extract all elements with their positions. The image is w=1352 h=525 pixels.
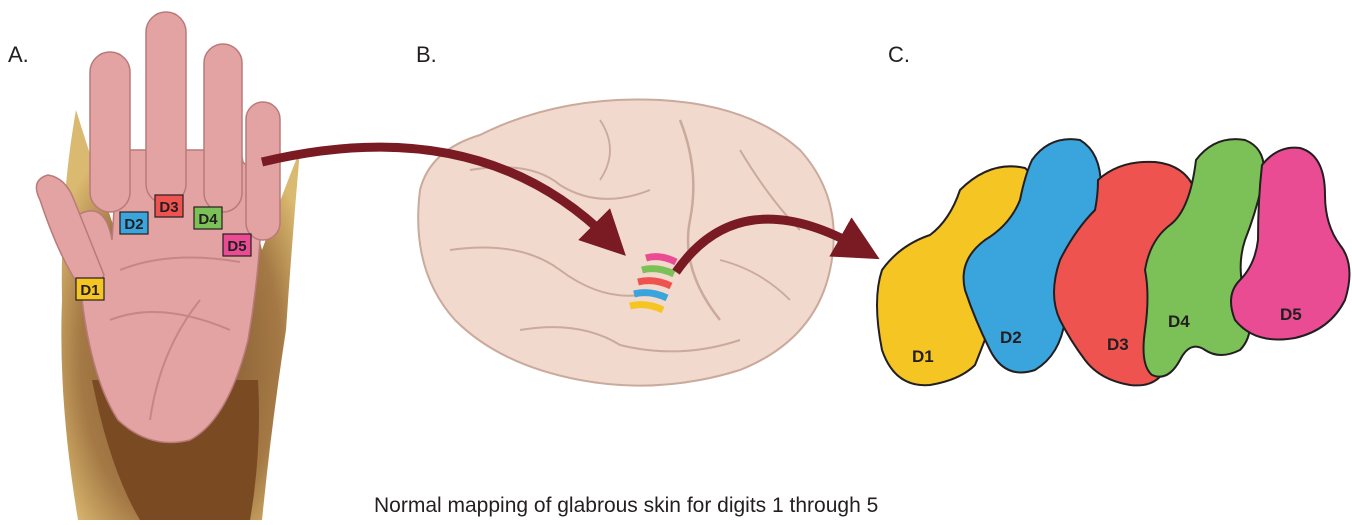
hand-illustration — [36, 12, 300, 520]
finger-little — [246, 102, 280, 240]
hand-label-d4: D4 — [194, 207, 222, 229]
svg-text:D5: D5 — [227, 238, 246, 255]
svg-text:D4: D4 — [198, 211, 218, 228]
caption: Normal mapping of glabrous skin for digi… — [374, 494, 878, 517]
hand-label-d2: D2 — [120, 212, 148, 234]
map-label-d2: D2 — [1000, 328, 1022, 347]
panel-label-b: B. — [416, 42, 437, 67]
hand-label-d1: D1 — [76, 278, 104, 300]
svg-text:D2: D2 — [124, 216, 143, 233]
panel-label-c: C. — [888, 42, 910, 67]
brain — [418, 99, 834, 385]
hand-label-d3: D3 — [155, 195, 183, 217]
map-label-d3: D3 — [1107, 335, 1129, 354]
map-label-d4: D4 — [1168, 312, 1190, 331]
svg-text:D3: D3 — [159, 199, 178, 216]
panel-label-a: A. — [8, 42, 29, 67]
finger-ring — [204, 44, 242, 212]
finger-middle — [146, 12, 186, 204]
map-label-d1: D1 — [912, 347, 934, 366]
svg-text:D1: D1 — [80, 282, 99, 299]
hand-label-d5: D5 — [223, 234, 251, 256]
map-label-d5: D5 — [1280, 305, 1302, 324]
finger-index — [90, 52, 130, 212]
brain-illustration — [418, 99, 834, 385]
